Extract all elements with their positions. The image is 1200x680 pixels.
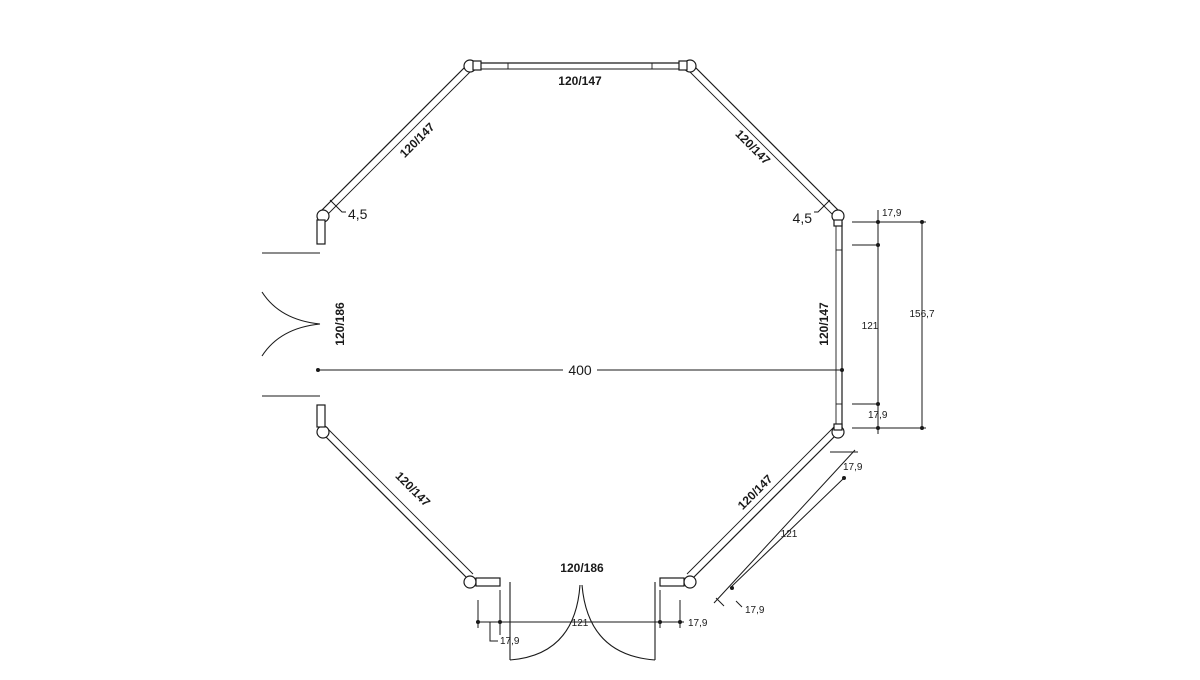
label-right-top-offset: 17,9 xyxy=(882,208,902,219)
dimension-width xyxy=(316,368,844,372)
dimension-right xyxy=(852,210,926,434)
label-wall-top-left: 120/147 xyxy=(397,120,438,161)
post-right-top xyxy=(831,209,845,227)
post-right-bottom xyxy=(831,423,845,439)
label-diag-bottom-offset: 17,9 xyxy=(745,605,765,616)
label-diag-top-offset: 17,9 xyxy=(843,462,863,473)
label-right-total: 156,7 xyxy=(909,309,934,320)
post-bottom-left xyxy=(463,575,501,589)
label-wall-top: 120/147 xyxy=(558,74,602,88)
post-left-top xyxy=(316,209,330,245)
label-wall-right: 120/147 xyxy=(817,302,831,346)
wall-bottom-right xyxy=(686,426,840,580)
post-bottom-right xyxy=(659,575,697,589)
corner-posts xyxy=(316,59,845,589)
wall-right xyxy=(835,222,843,428)
label-wall-top-right: 120/147 xyxy=(733,127,774,168)
label-bottom-left-offset: 17,9 xyxy=(500,636,520,647)
label-right-inner: 121 xyxy=(862,321,879,332)
post-left-bottom xyxy=(316,404,330,439)
label-wall-bottom-left: 120/147 xyxy=(393,469,434,510)
door-bottom xyxy=(509,582,656,661)
wall-top-left xyxy=(320,63,474,217)
post-top-left xyxy=(463,59,482,73)
gap-markers xyxy=(329,199,831,213)
door-left xyxy=(261,252,321,397)
post-top-right xyxy=(678,59,697,73)
labels: 120/147 120/147 120/147 120/147 120/147 … xyxy=(333,74,935,647)
label-width-overall: 400 xyxy=(568,362,592,378)
wall-bottom-left xyxy=(320,426,474,580)
wall-top xyxy=(470,62,690,70)
label-diag-inner: 121 xyxy=(781,529,798,540)
label-door-bottom: 120/186 xyxy=(560,561,604,575)
label-bottom-inner: 121 xyxy=(572,618,589,629)
walls xyxy=(320,62,843,580)
label-right-bottom-offset: 17,9 xyxy=(868,410,888,421)
dimension-diagonal xyxy=(713,449,858,608)
label-bottom-right-offset: 17,9 xyxy=(688,618,708,629)
wall-top-right xyxy=(686,63,840,217)
label-gap-right: 4,5 xyxy=(793,210,813,226)
dimension-bottom xyxy=(476,590,684,642)
label-gap-left: 4,5 xyxy=(348,206,368,222)
label-door-left: 120/186 xyxy=(333,302,347,346)
